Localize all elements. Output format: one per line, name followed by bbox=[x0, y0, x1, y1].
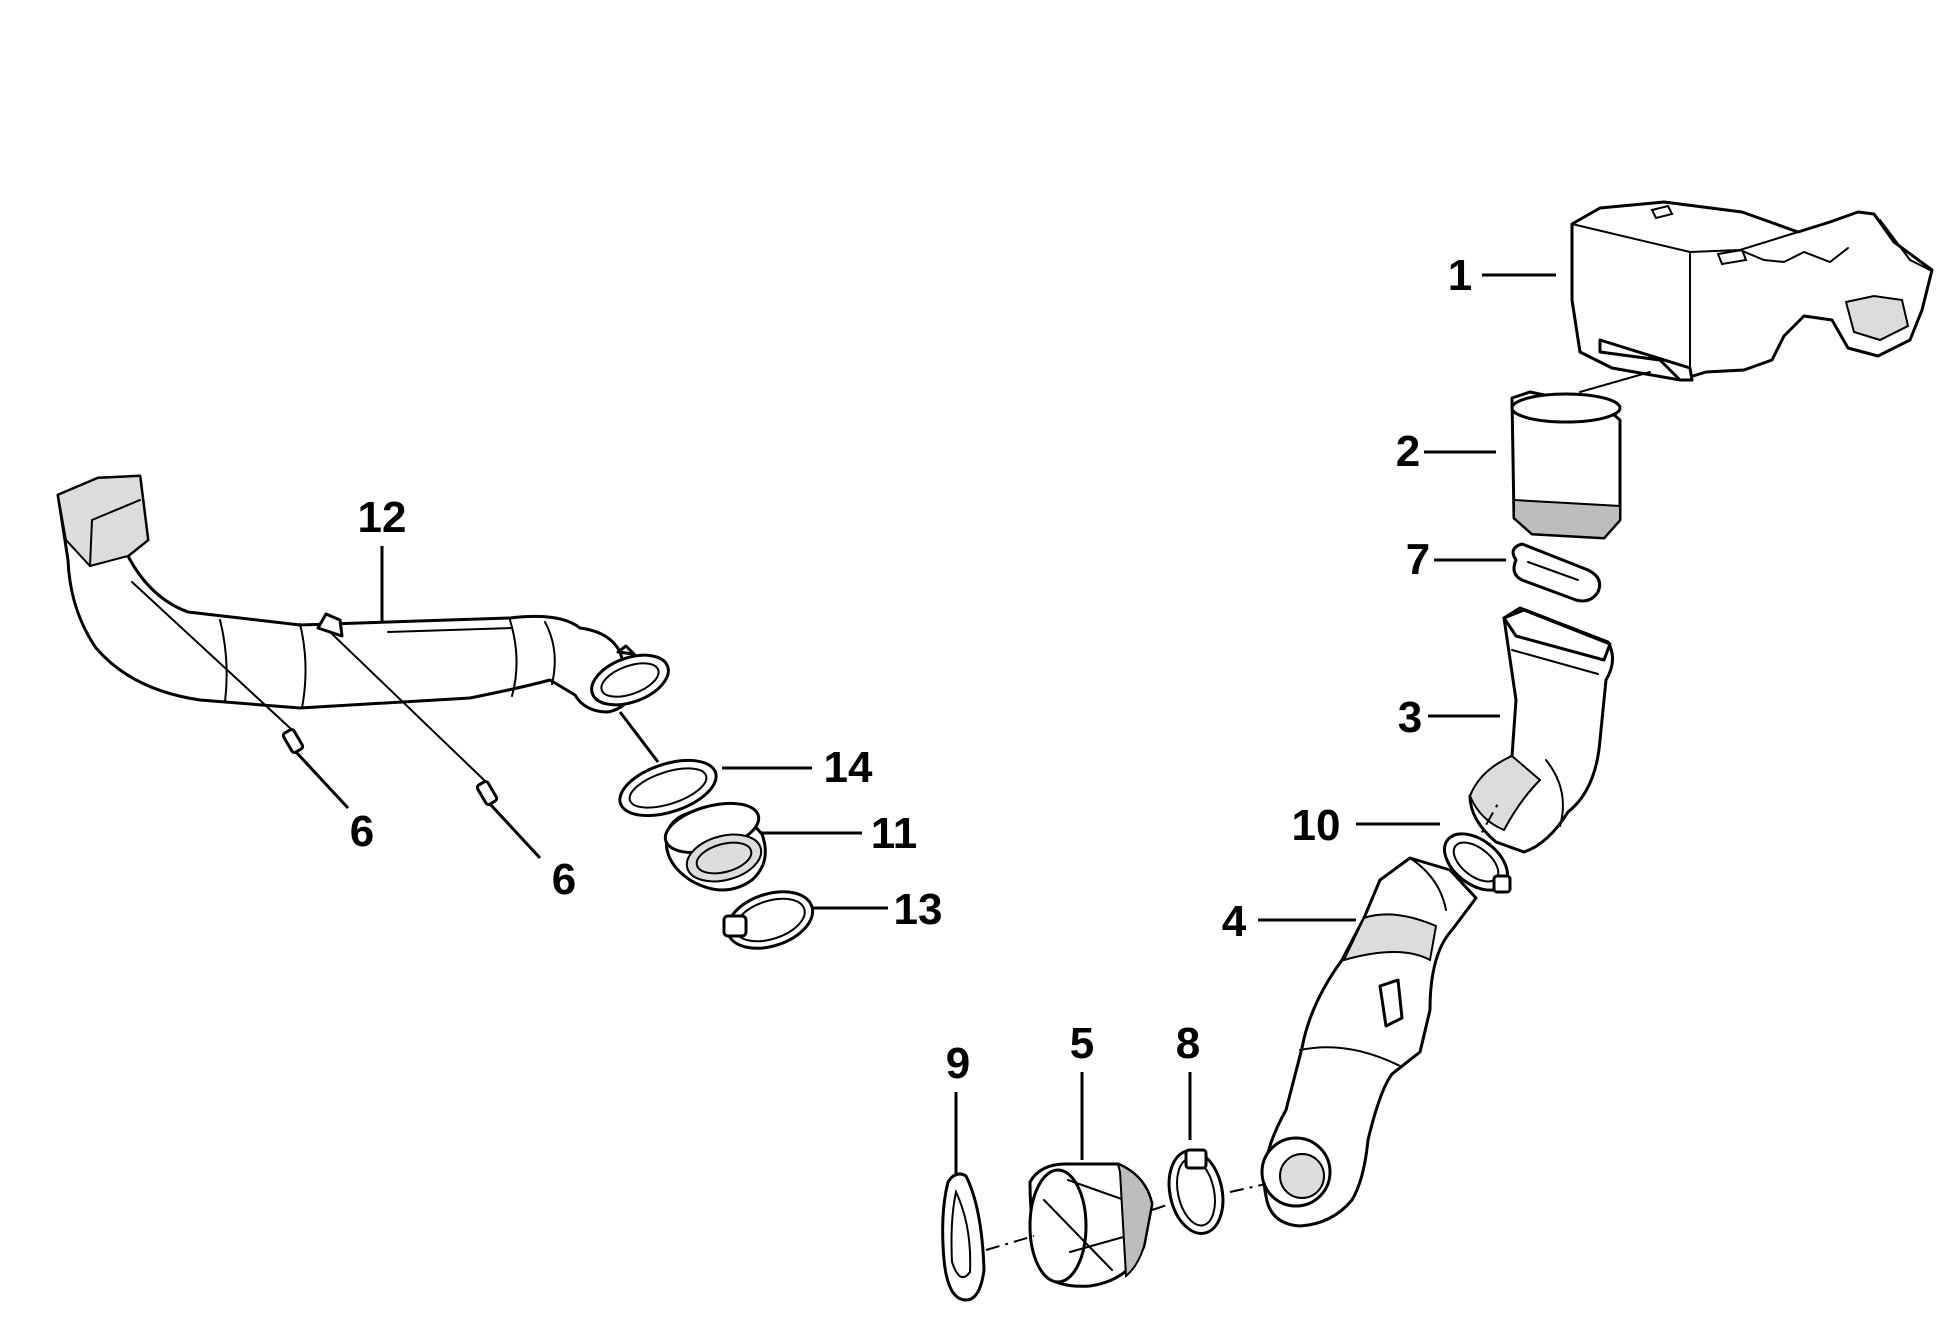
part-5-filter-adapter bbox=[1028, 1072, 1171, 1288]
part-4-s-duct bbox=[1258, 856, 1478, 1228]
callout-2: 2 bbox=[1396, 427, 1420, 476]
callout-13: 13 bbox=[894, 885, 943, 934]
part-13-clamp bbox=[722, 890, 888, 950]
callout-5: 5 bbox=[1070, 1019, 1094, 1068]
callout-6-left: 6 bbox=[350, 807, 374, 856]
callout-10: 10 bbox=[1292, 801, 1341, 850]
callout-labels: 1 2 7 3 10 4 5 8 9 12 14 11 13 6 6 bbox=[350, 251, 1472, 1088]
part-11-sleeve bbox=[663, 801, 862, 892]
callout-6-right: 6 bbox=[552, 855, 576, 904]
part-10-clamp bbox=[1356, 799, 1512, 894]
callout-7: 7 bbox=[1406, 535, 1430, 584]
callout-8: 8 bbox=[1176, 1019, 1200, 1068]
part-6-studs bbox=[131, 581, 542, 860]
part-9-gasket bbox=[941, 1092, 1035, 1302]
part-2-adapter bbox=[1424, 371, 1651, 540]
callout-3: 3 bbox=[1398, 693, 1422, 742]
callout-1: 1 bbox=[1448, 251, 1472, 300]
part-12-intake-duct bbox=[56, 474, 670, 714]
part-1-air-cleaner bbox=[1482, 200, 1934, 382]
callout-9: 9 bbox=[946, 1039, 970, 1088]
part-3-elbow bbox=[1428, 606, 1614, 854]
callout-14: 14 bbox=[824, 743, 873, 792]
part-14-gasket bbox=[618, 711, 812, 818]
part-7-gasket bbox=[1434, 542, 1602, 603]
part-8-clamp bbox=[1167, 1072, 1267, 1235]
callout-12: 12 bbox=[358, 493, 407, 542]
callout-4: 4 bbox=[1222, 897, 1247, 946]
callout-11: 11 bbox=[871, 809, 918, 858]
